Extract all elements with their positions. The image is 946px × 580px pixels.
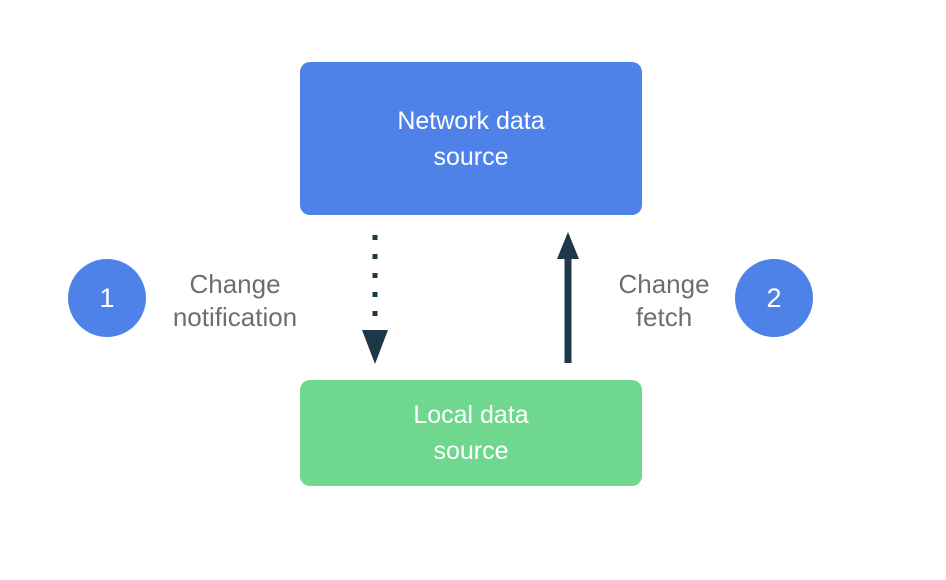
network-box-label-line1: Network data [397, 106, 545, 135]
network-data-source-box: Network data source [300, 62, 642, 215]
local-box-label-line2: source [433, 437, 509, 465]
network-box-label-line2: source [433, 142, 509, 171]
step-2-label: Change fetch [564, 268, 764, 334]
step-2-label-line2: fetch [635, 302, 693, 332]
step-1-number: 1 [99, 282, 115, 313]
step-1-label: Change notification [135, 268, 335, 334]
local-data-source-box: Local data source [300, 380, 642, 486]
solid-arrow-up-icon [557, 232, 579, 363]
step-2-circle: 2 [735, 259, 813, 337]
step-1-circle: 1 [68, 259, 146, 337]
local-box-label-line1: Local data [413, 401, 529, 429]
dotted-arrow-down-icon [362, 235, 388, 364]
step-1-label-line1: Change [189, 269, 281, 299]
step-2-label-line1: Change [618, 269, 710, 299]
step-2-number: 2 [766, 282, 782, 313]
step-1-label-line2: notification [172, 302, 298, 332]
